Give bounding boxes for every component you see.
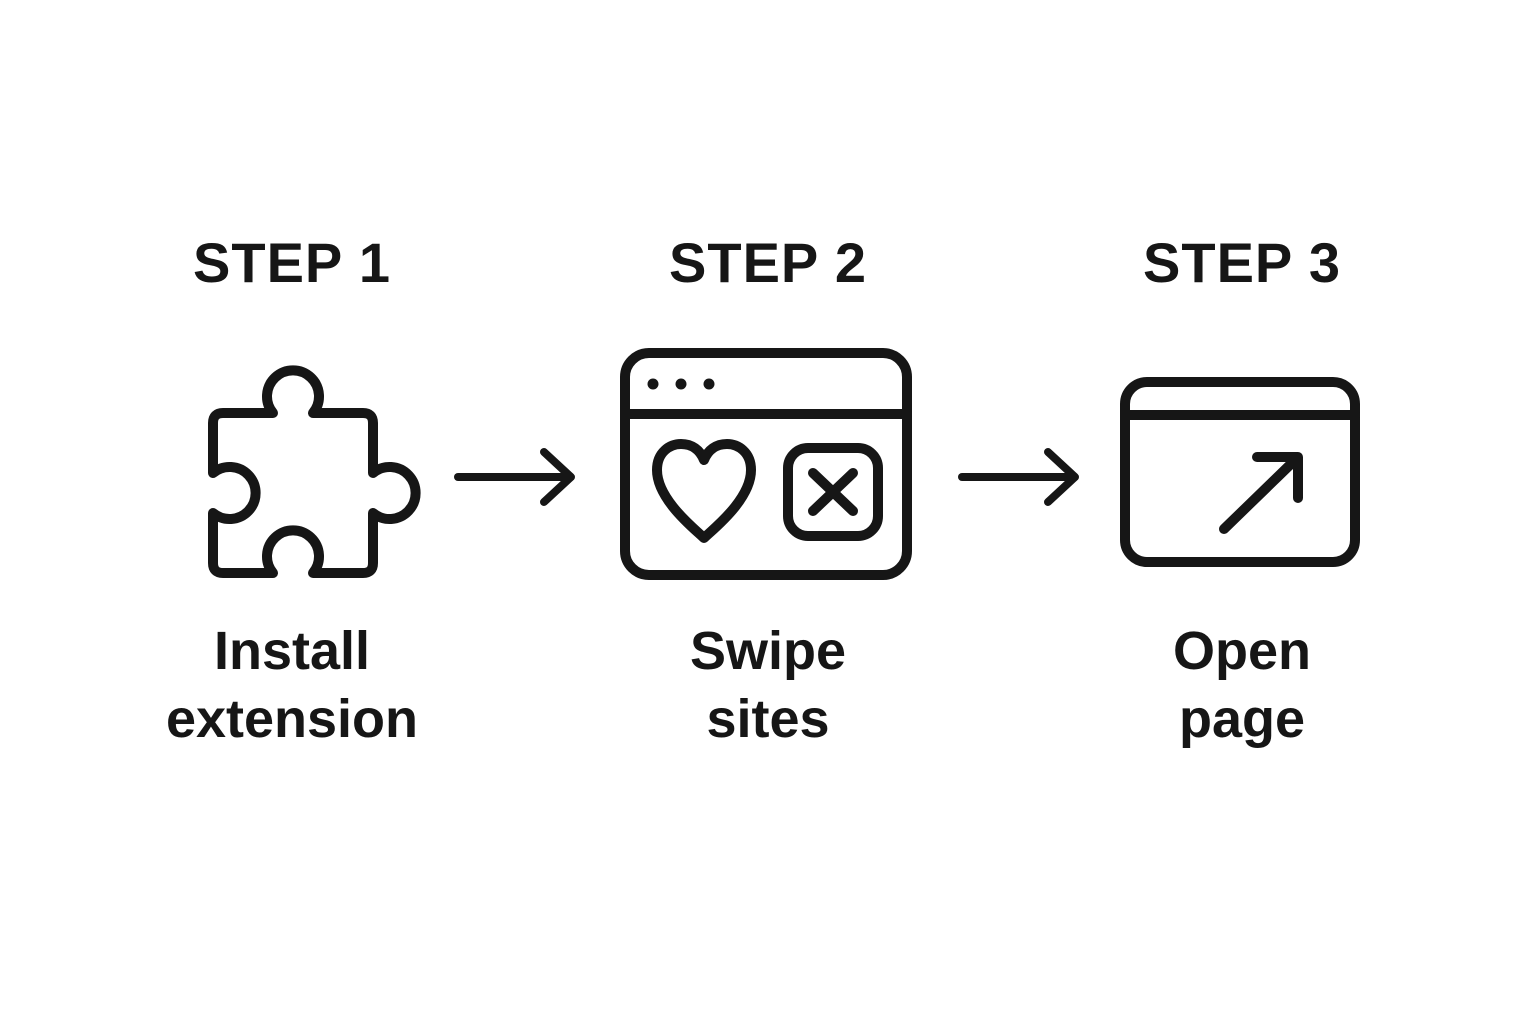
step-2-label-line-1: Swipe (689, 621, 847, 681)
step-1-heading: STEP 1 (193, 231, 391, 294)
step-1-column: STEP 1 Install extension (62, 0, 522, 1024)
step-3-label-line-1: Open (1172, 621, 1311, 681)
browser-swipe-icon (620, 348, 912, 580)
arrow-right-icon (956, 447, 1086, 507)
step-3-label-line-2: page (1178, 689, 1306, 749)
browser-open-icon (1120, 377, 1360, 567)
step-3-column: STEP 3 Open page (1012, 0, 1472, 1024)
step-1-label-line-1: Install (213, 621, 371, 681)
heart-like-icon (652, 439, 756, 543)
step-2-heading: STEP 2 (669, 231, 867, 294)
window-dots (647, 378, 715, 390)
arrow-right-icon (452, 447, 582, 507)
step-3-label: Open page (1012, 617, 1472, 753)
arrow-up-right-icon (1219, 452, 1303, 534)
step-2-label: Swipe sites (538, 617, 998, 753)
step-2-column: STEP 2 Swipe sites (538, 0, 998, 1024)
puzzle-piece-icon (188, 358, 428, 588)
step-1-label: Install extension (62, 617, 522, 753)
step-1-label-line-2: extension (165, 689, 419, 749)
step-2-label-line-2: sites (706, 689, 830, 749)
step-3-heading: STEP 3 (1143, 231, 1341, 294)
x-dismiss-button (783, 443, 883, 541)
